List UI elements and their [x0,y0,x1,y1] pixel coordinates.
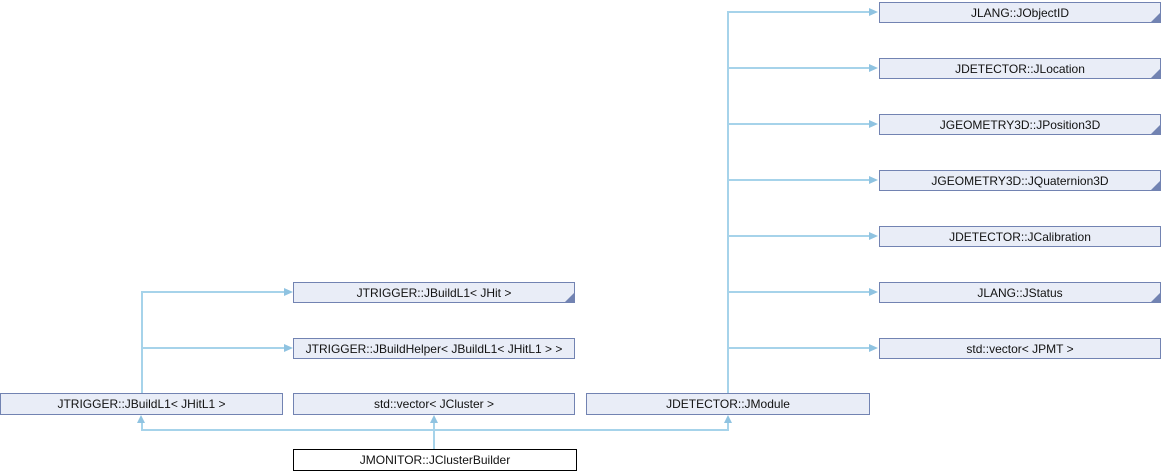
arrowhead-right-icon [869,176,878,184]
arrowhead-right-icon [284,344,293,352]
class-node-label: JTRIGGER::JBuildL1< JHit > [356,285,512,300]
arrowhead-right-icon [869,120,878,128]
edge-jmodule-to-jobjectid [727,11,870,13]
arrowhead-right-icon [869,344,878,352]
class-node-label: JMONITOR::JClusterBuilder [359,453,511,467]
edge-to-jbuildhelper [141,347,284,349]
class-node-jlang-jobjectid[interactable]: JLANG::JObjectID [879,2,1161,23]
edge-jbuildl1-jhitl1-spine [141,291,143,393]
class-node-label: JGEOMETRY3D::JQuaternion3D [931,173,1109,188]
class-node-label: JLANG::JStatus [977,285,1063,300]
edge-jclusterbuilder-bus [141,429,729,431]
class-node-label: JDETECTOR::JCalibration [949,229,1091,244]
arrowhead-right-icon [284,288,293,296]
arrowhead-right-icon [869,232,878,240]
edge-jmodule-to-jcalibration [727,235,870,237]
edge-to-jbuildl1-jhit [141,291,284,293]
truncated-corner-icon [1151,181,1160,190]
edge-jmodule-to-jposition3d [727,123,870,125]
truncated-corner-icon [1151,125,1160,134]
arrowhead-up-icon [724,415,732,423]
class-node-jlang-jstatus[interactable]: JLANG::JStatus [879,282,1161,303]
class-node-jtrigger-jbuildhelper[interactable]: JTRIGGER::JBuildHelper< JBuildL1< JHitL1… [293,338,575,359]
class-node-jdetector-jlocation[interactable]: JDETECTOR::JLocation [879,58,1161,79]
edge-stub-to-vector-jcluster [433,423,435,449]
class-node-std-vector-jpmt[interactable]: std::vector< JPMT > [879,338,1161,359]
edge-jmodule-to-jlocation [727,67,870,69]
edge-stub-to-jmodule [727,423,729,431]
truncated-corner-icon [565,293,574,302]
arrowhead-right-icon [869,8,878,16]
class-node-jgeometry3d-jquaternion3d[interactable]: JGEOMETRY3D::JQuaternion3D [879,170,1161,191]
class-node-jgeometry3d-jposition3d[interactable]: JGEOMETRY3D::JPosition3D [879,114,1161,135]
edge-stub-to-jbuildl1-jhitl1 [141,423,143,431]
class-node-label: JTRIGGER::JBuildL1< JHitL1 > [57,397,226,411]
edge-jmodule-to-jstatus [727,291,870,293]
arrowhead-up-icon [137,415,145,423]
class-node-jdetector-jmodule[interactable]: JDETECTOR::JModule [586,393,870,415]
arrowhead-right-icon [869,288,878,296]
arrowhead-right-icon [869,64,878,72]
class-node-jdetector-jcalibration[interactable]: JDETECTOR::JCalibration [879,226,1161,247]
class-node-label: std::vector< JCluster > [373,397,495,411]
class-node-label: JGEOMETRY3D::JPosition3D [939,117,1101,132]
class-node-label: JLANG::JObjectID [970,5,1070,20]
arrowhead-up-icon [430,415,438,423]
class-node-label: JDETECTOR::JLocation [955,61,1085,76]
class-node-jmonitor-jclusterbuilder-main: JMONITOR::JClusterBuilder [293,449,577,471]
class-node-std-vector-jcluster[interactable]: std::vector< JCluster > [293,393,575,415]
class-node-jtrigger-jbuildl1-jhitl1[interactable]: JTRIGGER::JBuildL1< JHitL1 > [0,393,283,415]
edge-jmodule-to-vector-jpmt [727,347,870,349]
truncated-corner-icon [1151,69,1160,78]
class-node-label: JTRIGGER::JBuildHelper< JBuildL1< JHitL1… [305,341,563,356]
edge-jmodule-spine [727,11,729,393]
edge-jmodule-to-jquaternion3d [727,179,870,181]
truncated-corner-icon [1151,13,1160,22]
class-node-jtrigger-jbuildl1-jhit[interactable]: JTRIGGER::JBuildL1< JHit > [293,282,575,303]
truncated-corner-icon [1151,293,1160,302]
class-node-label: JDETECTOR::JModule [666,397,790,411]
class-node-label: std::vector< JPMT > [966,341,1074,356]
